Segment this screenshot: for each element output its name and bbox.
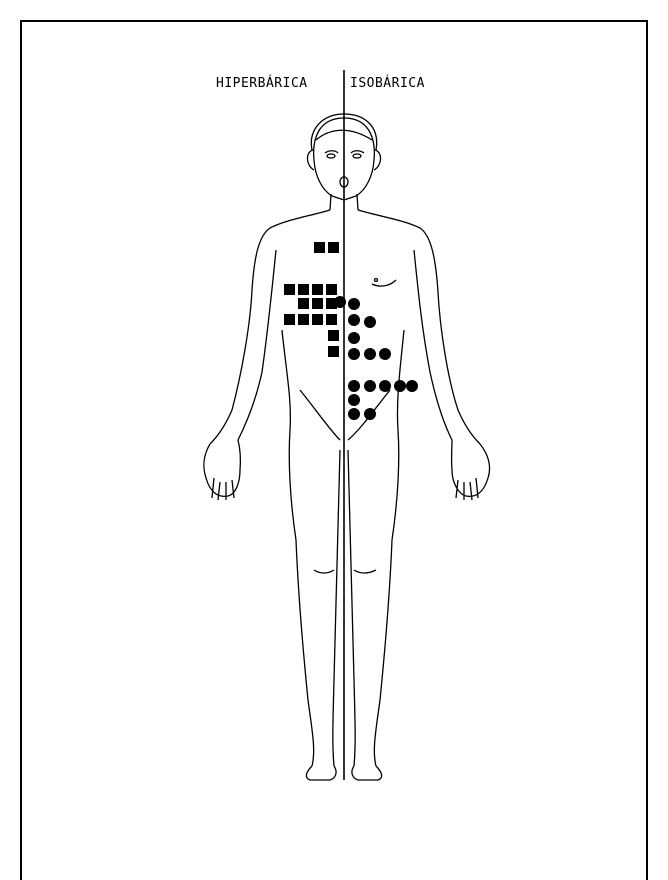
circle-marker bbox=[406, 380, 418, 392]
circle-marker bbox=[364, 380, 376, 392]
circle-marker bbox=[379, 348, 391, 360]
circle-marker bbox=[348, 348, 360, 360]
square-marker bbox=[328, 330, 339, 341]
isobaric-markers bbox=[334, 296, 418, 420]
circle-marker bbox=[348, 380, 360, 392]
left-foot bbox=[306, 766, 336, 780]
square-marker bbox=[298, 314, 309, 325]
square-marker bbox=[312, 284, 323, 295]
square-marker bbox=[328, 242, 339, 253]
circle-marker bbox=[348, 408, 360, 420]
square-marker bbox=[298, 284, 309, 295]
circle-marker bbox=[394, 380, 406, 392]
square-marker bbox=[284, 284, 295, 295]
right-foot bbox=[352, 766, 382, 780]
square-marker bbox=[314, 242, 325, 253]
circle-marker bbox=[348, 394, 360, 406]
circle-marker bbox=[379, 380, 391, 392]
circle-marker bbox=[364, 348, 376, 360]
left-leg bbox=[296, 540, 314, 766]
square-marker bbox=[326, 284, 337, 295]
hyperbaric-markers bbox=[284, 242, 339, 357]
square-marker bbox=[326, 314, 337, 325]
square-marker bbox=[312, 314, 323, 325]
square-marker bbox=[298, 298, 309, 309]
circle-marker bbox=[364, 316, 376, 328]
right-leg bbox=[374, 540, 392, 766]
square-marker bbox=[312, 298, 323, 309]
square-marker bbox=[328, 346, 339, 357]
circle-marker bbox=[348, 332, 360, 344]
circle-marker bbox=[364, 408, 376, 420]
circle-marker bbox=[348, 298, 360, 310]
body-outline bbox=[204, 114, 490, 780]
circle-marker bbox=[348, 314, 360, 326]
square-marker bbox=[284, 314, 295, 325]
circle-marker bbox=[334, 296, 346, 308]
